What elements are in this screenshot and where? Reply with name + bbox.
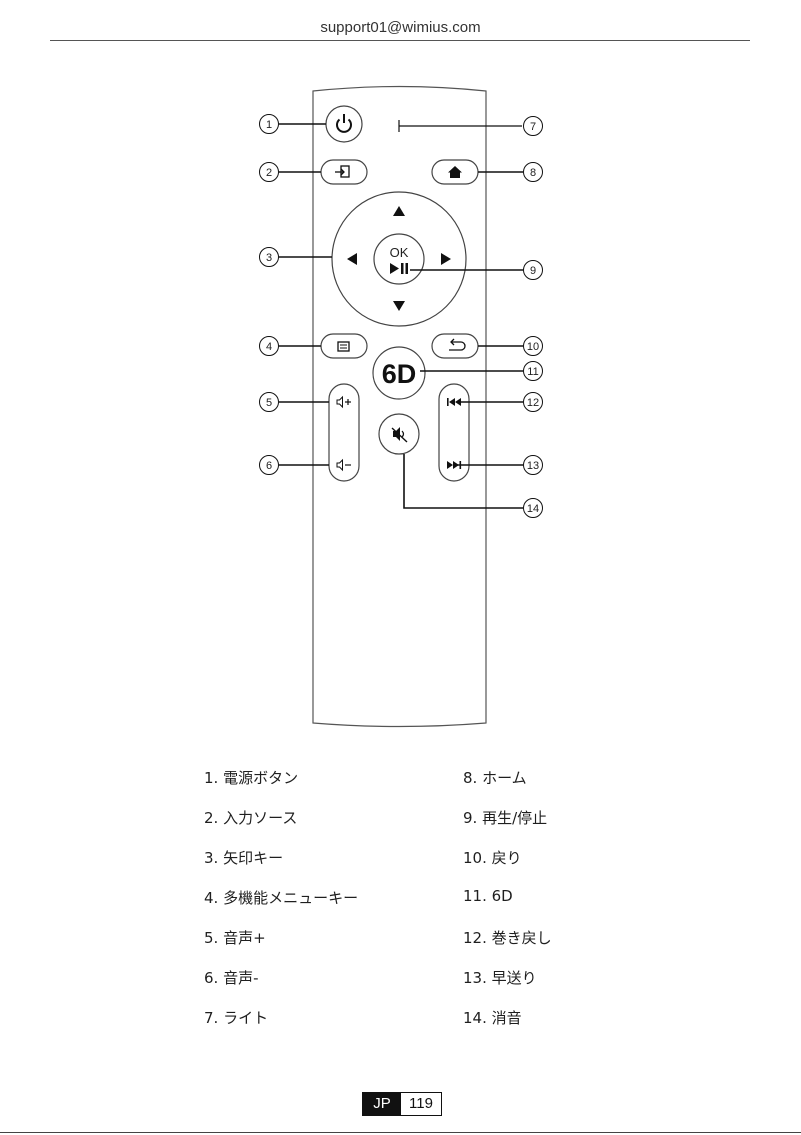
legend-item-light: 7. ライト [204, 1007, 268, 1028]
callout-7: 7 [524, 117, 543, 136]
callout-5: 5 [260, 393, 279, 412]
callout-12: 12 [524, 393, 543, 412]
six-d-label: 6D [382, 359, 417, 389]
svg-text:2: 2 [266, 167, 272, 179]
callout-10: 10 [524, 337, 543, 356]
callout-13: 13 [524, 456, 543, 475]
legend-item-input-source: 2. 入力ソース [204, 807, 297, 828]
callout-2: 2 [260, 163, 279, 182]
home-button[interactable] [432, 160, 478, 184]
page-number: 119 [401, 1093, 441, 1115]
svg-text:4: 4 [266, 341, 272, 353]
svg-text:13: 13 [527, 460, 539, 472]
svg-text:9: 9 [530, 265, 536, 277]
track-rocker[interactable] [439, 384, 469, 481]
svg-text:7: 7 [530, 121, 536, 133]
svg-text:8: 8 [530, 167, 536, 179]
ok-label: OK [390, 245, 409, 260]
svg-text:11: 11 [527, 366, 538, 378]
legend-item-power: 1. 電源ボタン [204, 767, 298, 788]
mute-button[interactable] [379, 414, 419, 454]
legend-item-back: 10. 戻り [463, 847, 522, 868]
language-code: JP [363, 1093, 401, 1115]
legend-item-play-pause: 9. 再生/停止 [463, 807, 547, 828]
remote-diagram: OK 6D [0, 0, 801, 740]
volume-rocker[interactable] [329, 384, 359, 481]
legend-item-fast-forward: 13. 早送り [463, 967, 537, 988]
legend-item-menu: 4. 多機能メニューキー [204, 887, 358, 908]
callout-8: 8 [524, 163, 543, 182]
callout-1: 1 [260, 115, 279, 134]
callout-3: 3 [260, 248, 279, 267]
footer-divider [0, 1132, 801, 1133]
legend-item-mute: 14. 消音 [463, 1007, 522, 1028]
callout-9: 9 [524, 261, 543, 280]
input-source-button[interactable] [321, 160, 367, 184]
legend-item-volume-up: 5. 音声+ [204, 927, 266, 948]
legend-item-volume-down: 6. 音声- [204, 967, 259, 988]
svg-text:3: 3 [266, 252, 272, 264]
callout-11: 11 [524, 362, 543, 381]
callout-6: 6 [260, 456, 279, 475]
svg-text:6: 6 [266, 460, 272, 472]
back-button[interactable] [432, 334, 478, 358]
svg-text:14: 14 [527, 503, 539, 515]
legend-item-rewind: 12. 巻き戻し [463, 927, 552, 948]
svg-text:5: 5 [266, 397, 272, 409]
legend-item-arrow-keys: 3. 矢印キー [204, 847, 283, 868]
ok-play-pause-button[interactable]: OK [374, 234, 424, 284]
callout-4: 4 [260, 337, 279, 356]
svg-text:1: 1 [266, 119, 272, 131]
legend-item-home: 8. ホーム [463, 767, 527, 788]
svg-text:12: 12 [527, 397, 539, 409]
power-button[interactable] [326, 106, 362, 142]
six-d-button[interactable]: 6D [373, 347, 425, 399]
callout-14: 14 [524, 499, 543, 518]
menu-button[interactable] [321, 334, 367, 358]
svg-text:10: 10 [527, 341, 539, 353]
page-number-badge: JP 119 [362, 1092, 442, 1116]
legend-item-six-d: 11. 6D [463, 887, 513, 905]
